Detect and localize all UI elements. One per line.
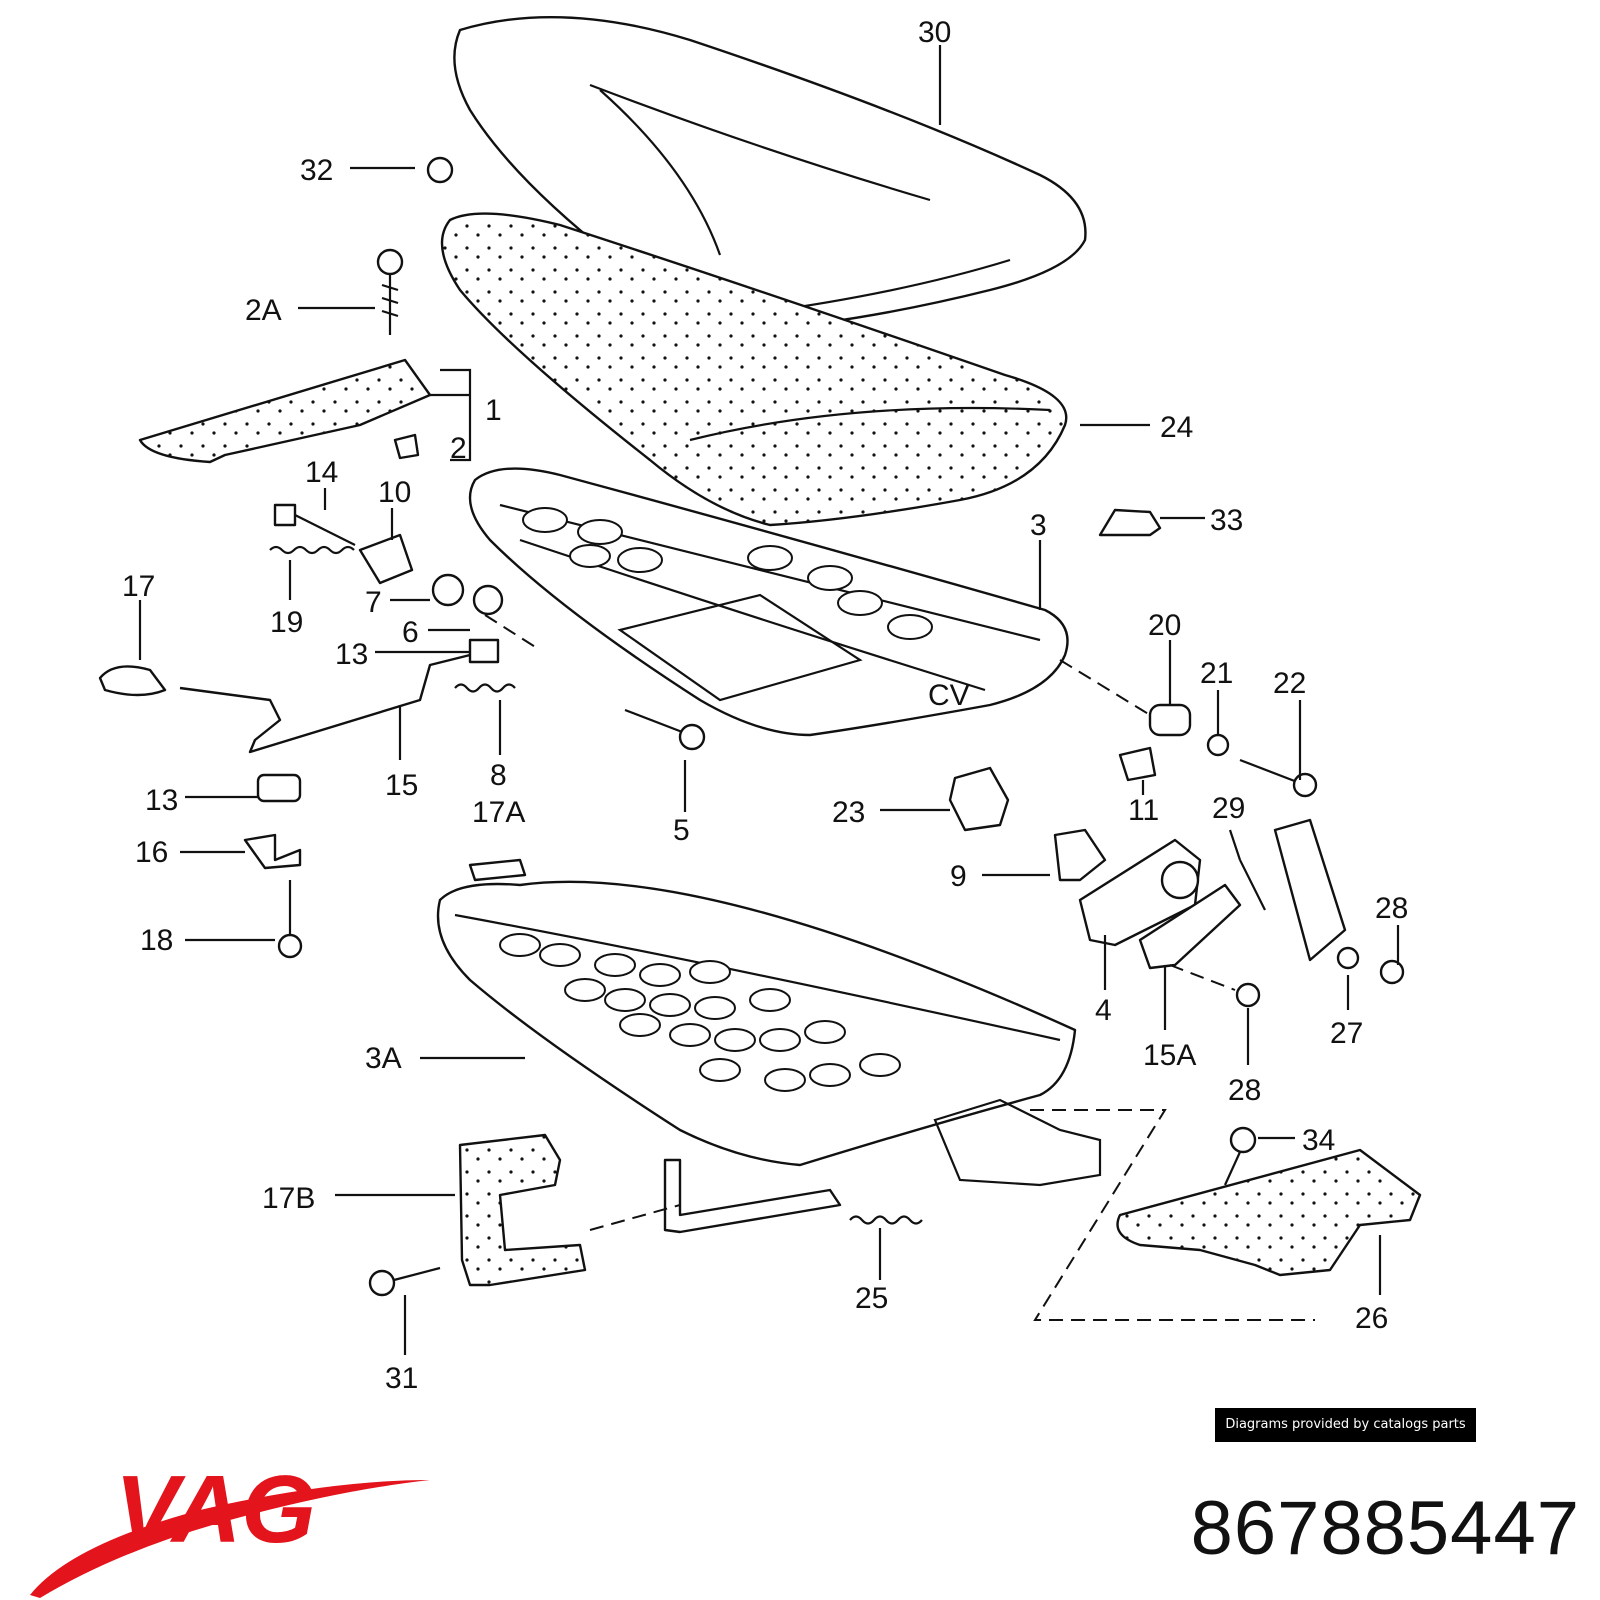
screw-18-part	[277, 880, 303, 959]
callout-16: 16	[135, 836, 168, 869]
callout-11: 11	[1128, 794, 1159, 827]
callout-3a: 3A	[365, 1042, 402, 1075]
callout-18: 18	[140, 924, 173, 957]
screw-31-part	[368, 1266, 441, 1297]
callout-22: 22	[1273, 667, 1306, 700]
logo-swoosh	[30, 1480, 430, 1598]
spring-8-part	[454, 683, 516, 693]
plate-15a-part	[1138, 883, 1242, 970]
assembly-line	[589, 1204, 681, 1231]
assembly-outline	[1030, 1109, 1315, 1321]
nut-7-part	[431, 573, 465, 607]
callout-9: 9	[950, 860, 967, 893]
clip-13a-part	[468, 638, 500, 664]
vag-logo: VAG	[30, 1456, 430, 1598]
bolt-28a-part	[1235, 982, 1261, 1008]
callout-25: 25	[855, 1282, 888, 1315]
callout-28b: 28	[1228, 1074, 1261, 1107]
cover-33-part	[1098, 508, 1162, 537]
callout-26: 26	[1355, 1302, 1388, 1335]
callout-1: 1	[485, 394, 502, 427]
callout-13a: 13	[335, 638, 368, 671]
callout-2: 2	[450, 432, 467, 465]
foam-pad-part	[440, 212, 1068, 527]
callout-15a: 15A	[1143, 1039, 1196, 1072]
trim-rail-part	[138, 358, 432, 464]
bracket-17b-part	[458, 1133, 587, 1287]
callout-29: 29	[1212, 792, 1245, 825]
clip-2-part	[393, 433, 420, 460]
callout-30: 30	[918, 16, 951, 49]
washer-21-part	[1206, 733, 1230, 757]
washer-27-part	[1336, 946, 1360, 970]
screw-2a-part	[376, 248, 404, 335]
cap-17a-part	[468, 858, 527, 882]
callout-27: 27	[1330, 1017, 1363, 1050]
seat-frame-part: CV	[468, 467, 1069, 737]
bolt-5-part	[624, 708, 706, 751]
callout-13b: 13	[145, 784, 178, 817]
diagram-credit: Diagrams provided by catalogs parts	[1215, 1408, 1476, 1442]
callout-17: 17	[122, 570, 155, 603]
spring-29-part	[1239, 859, 1266, 911]
callout-17a: 17A	[472, 796, 525, 829]
spring-25-part	[849, 1215, 923, 1225]
callout-5: 5	[673, 814, 690, 847]
assembly-line	[1169, 964, 1236, 991]
callout-19: 19	[270, 606, 303, 639]
callout-17b: 17B	[262, 1182, 315, 1215]
spring-19-part	[269, 545, 355, 555]
leader-lines	[138, 45, 1400, 1355]
bracket-16-part	[243, 833, 302, 870]
cover-23-part	[948, 766, 1010, 832]
rail-lower-part	[663, 1158, 842, 1234]
trim-26-part	[1116, 1148, 1422, 1277]
screw-34-part	[1223, 1126, 1257, 1186]
part-number: 867885447	[1190, 1486, 1580, 1571]
callout-3: 3	[1030, 509, 1047, 542]
callout-14: 14	[305, 456, 338, 489]
callout-24: 24	[1160, 411, 1193, 444]
clip-11-part	[1118, 746, 1157, 782]
bracket-9-part	[1053, 828, 1107, 882]
handle-17-part	[98, 665, 167, 697]
callout-10: 10	[378, 476, 411, 509]
clip-32-part	[426, 156, 454, 184]
callout-20: 20	[1148, 609, 1181, 642]
callout-15: 15	[385, 769, 418, 802]
callout-7: 7	[365, 586, 382, 619]
callout-4: 4	[1095, 994, 1112, 1027]
assembly-line	[1059, 659, 1151, 716]
bolt-22-part	[1239, 758, 1318, 798]
callout-2a: 2A	[245, 294, 282, 327]
callout-34: 34	[1302, 1124, 1335, 1157]
callout-6: 6	[402, 616, 419, 649]
callout-33: 33	[1210, 504, 1243, 537]
rod-15-part	[179, 653, 471, 754]
bracket-10-part	[358, 533, 414, 585]
callout-31: 31	[385, 1362, 418, 1395]
frame-stamp: CV	[928, 679, 970, 712]
callout-32: 32	[300, 154, 333, 187]
seat-pan-3a-part	[436, 880, 1102, 1187]
clip-13b-part	[256, 773, 302, 803]
callout-23: 23	[832, 796, 865, 829]
assembly-line	[484, 614, 541, 651]
pin-14-part	[273, 503, 356, 546]
callout-28a: 28	[1375, 892, 1408, 925]
bushing-6-part	[472, 584, 504, 616]
callout-8: 8	[490, 759, 507, 792]
logo-wordmark: VAG	[115, 1456, 316, 1563]
callout-labels: 30 32 2A 1 2 24 14 10 19 7 6 17 13 15 8 …	[122, 16, 1408, 1395]
bushing-20-part	[1148, 703, 1192, 737]
cover-29-part	[1273, 818, 1347, 962]
bolt-28b-part	[1379, 959, 1405, 985]
callout-21: 21	[1200, 657, 1233, 690]
